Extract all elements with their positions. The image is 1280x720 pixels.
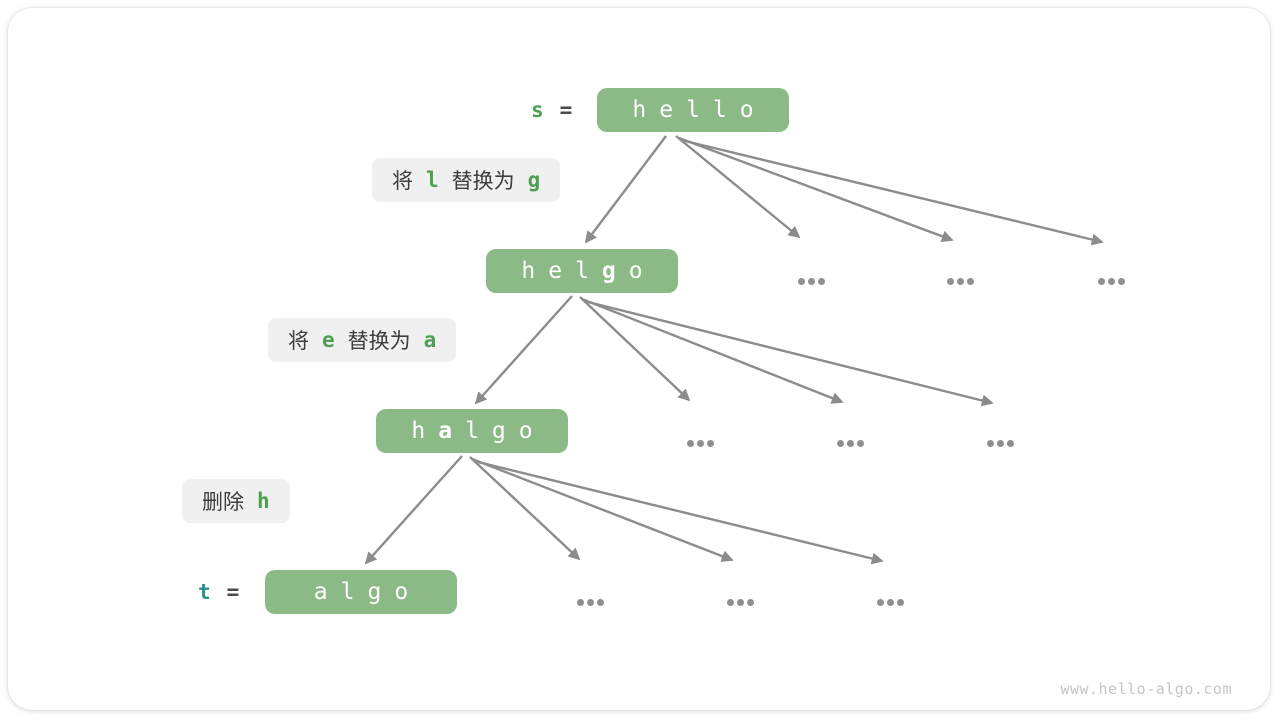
operation-text: 将	[288, 330, 309, 353]
ellipsis-node	[577, 599, 604, 606]
operation-text: 删除	[202, 491, 244, 514]
operation-label-delete-h: 删除 h	[182, 479, 290, 523]
char-glyph: h	[411, 418, 426, 444]
char-glyph: g	[491, 418, 506, 444]
ellipsis-node	[798, 278, 825, 285]
ellipsis-node	[877, 599, 904, 606]
char-glyph: e	[548, 258, 563, 284]
char-glyph: l	[575, 258, 589, 284]
ellipsis-node	[727, 599, 754, 606]
string-node-halgo: h a l g o	[376, 409, 568, 453]
ellipsis-node	[947, 278, 974, 285]
string-node-helgo: h e l g o	[486, 249, 678, 293]
equals-sign: =	[226, 580, 240, 604]
char-glyph: a	[313, 579, 328, 605]
variable-s-label: s =	[531, 88, 572, 132]
char-glyph-highlighted: a	[438, 418, 453, 444]
operation-label-replace-l-with-g: 将 l 替换为 g	[372, 158, 561, 202]
variable-t-name: t	[198, 580, 211, 604]
equals-sign: =	[559, 98, 573, 122]
char-glyph: h	[632, 97, 647, 123]
char-glyph: e	[659, 97, 674, 123]
char-glyph: l	[712, 97, 727, 123]
operation-text: 替换为	[347, 330, 411, 353]
char-glyph: l	[465, 418, 479, 444]
operation-code-char: a	[423, 328, 437, 352]
ellipsis-node	[987, 440, 1014, 447]
char-glyph: o	[394, 579, 409, 605]
char-glyph: o	[518, 418, 533, 444]
watermark-text: www.hello-algo.com	[1060, 680, 1232, 698]
operation-text: 替换为	[451, 170, 515, 193]
ellipsis-node	[837, 440, 864, 447]
ellipsis-node	[1098, 278, 1125, 285]
operation-label-replace-e-with-a: 将 e 替换为 a	[268, 318, 457, 362]
string-node-algo: a l g o	[265, 570, 457, 614]
char-glyph: l	[686, 97, 700, 123]
variable-s-name: s	[531, 98, 544, 122]
char-glyph: o	[739, 97, 754, 123]
char-glyph: h	[521, 258, 536, 284]
ellipsis-node	[687, 440, 714, 447]
operation-code-char: e	[322, 328, 335, 352]
operation-text: 将	[392, 170, 413, 193]
char-glyph-highlighted: g	[601, 258, 616, 284]
string-node-hello: h e l l o	[597, 88, 789, 132]
char-glyph: l	[340, 579, 355, 605]
variable-t-label: t =	[198, 570, 239, 614]
operation-code-char: h	[257, 489, 270, 513]
char-glyph: o	[628, 258, 643, 284]
operation-code-char: l	[426, 168, 439, 192]
operation-code-char: g	[527, 168, 541, 192]
char-glyph: g	[367, 579, 382, 605]
